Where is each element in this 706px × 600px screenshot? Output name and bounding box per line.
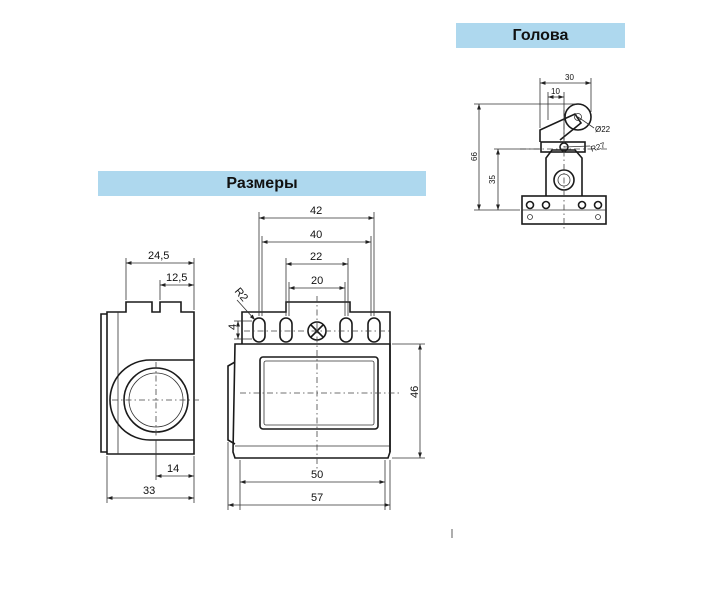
- head-base-screw-5: [527, 214, 533, 220]
- dim-4: 4: [227, 324, 239, 330]
- head-base-screw-1: [525, 200, 535, 210]
- dim-33: 33: [143, 485, 155, 497]
- dim-r2: R2: [232, 286, 250, 304]
- side-lip: [100, 313, 107, 453]
- dim-14: 14: [167, 463, 179, 475]
- dim-22: 22: [310, 251, 322, 263]
- dim-r27: R27: [589, 141, 606, 154]
- dim-50: 50: [311, 469, 323, 481]
- dimensions-banner: Размеры: [98, 171, 426, 196]
- head-base-screw-6: [595, 214, 601, 220]
- side-boss: [109, 359, 194, 441]
- front-view: 42 40 22 20 R2 4 46 50: [227, 205, 425, 510]
- dim-35: 35: [488, 175, 497, 184]
- front-slot-2: [279, 317, 293, 343]
- head-shaft-block: [540, 141, 586, 153]
- dim-46: 46: [409, 386, 421, 398]
- head-banner: Голова: [456, 23, 625, 48]
- side-body-outline: [106, 301, 195, 455]
- dim-40: 40: [310, 229, 322, 241]
- leader-d22: [577, 116, 595, 129]
- dim-20: 20: [311, 275, 323, 287]
- front-left-rail: [227, 361, 236, 445]
- dim-24-5: 24,5: [148, 250, 169, 262]
- dim-66: 66: [470, 152, 479, 161]
- dim-57: 57: [311, 492, 323, 504]
- head-roller-axle: [574, 113, 582, 121]
- head-base-screw-2: [541, 200, 551, 210]
- dim-d22: Ø22: [595, 125, 611, 134]
- dim-30: 30: [565, 73, 574, 82]
- head-body: [545, 149, 583, 196]
- leader-r2: [236, 299, 256, 321]
- dimensions-title: Размеры: [226, 174, 298, 192]
- dim-42: 42: [310, 205, 322, 217]
- dim-12-5: 12,5: [166, 272, 187, 284]
- side-view: 24,5 12,5 14 33: [100, 250, 200, 503]
- front-flange: [241, 301, 391, 344]
- front-window-outer: [259, 356, 379, 430]
- head-view: 30 10 66 35 Ø22 R27: [470, 73, 611, 230]
- front-slot-4: [367, 317, 381, 343]
- leader-r27: [563, 145, 591, 148]
- dim-10: 10: [551, 87, 560, 96]
- head-roller: [564, 103, 592, 131]
- head-base-screw-3: [577, 200, 587, 210]
- head-title: Голова: [512, 26, 569, 44]
- front-slot-1: [252, 317, 266, 343]
- head-base-screw-4: [593, 200, 603, 210]
- front-slot-3: [339, 317, 353, 343]
